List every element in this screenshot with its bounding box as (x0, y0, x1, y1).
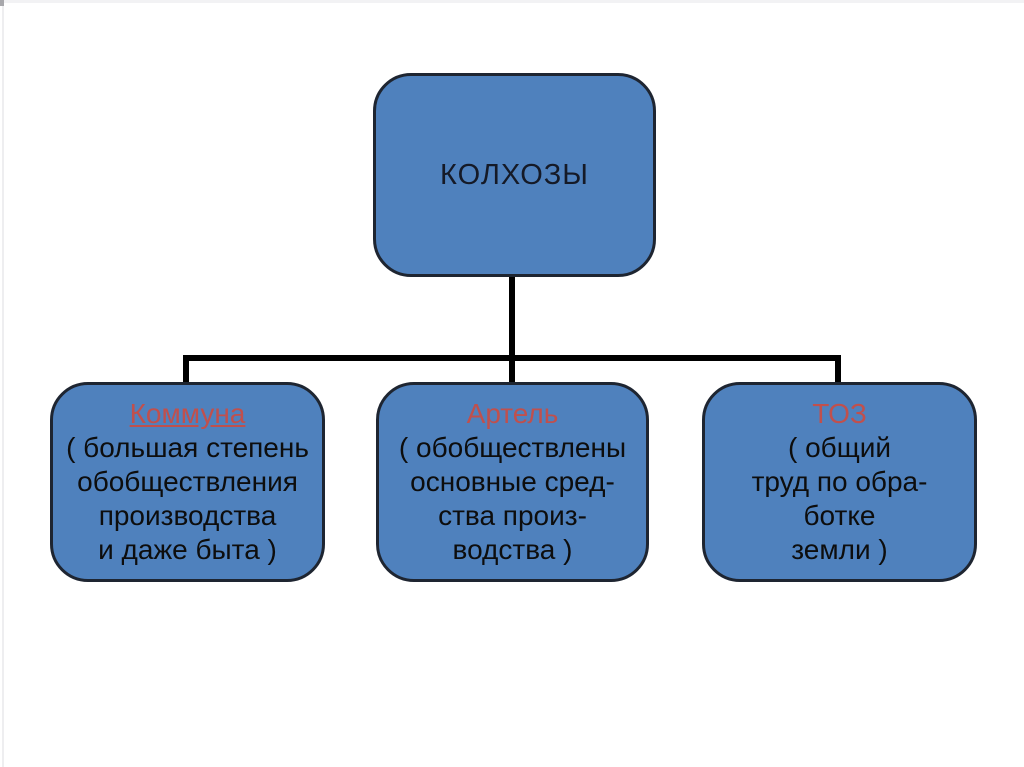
connector-left-stub (183, 355, 189, 384)
node-kolkhozy-label: КОЛХОЗЫ (440, 158, 589, 191)
node-kommuna-title: Коммуна (129, 398, 246, 429)
slide-top-edge (0, 0, 1024, 3)
node-artel: Артель ( обобществлены основные сред- ст… (376, 382, 649, 582)
node-toz-body: ( общий труд по обра- ботке земли ) (751, 432, 928, 565)
node-artel-body: ( обобществлены основные сред- ства прои… (398, 432, 627, 565)
connector-center-stub (509, 355, 515, 384)
slide-corner-mark (0, 0, 4, 6)
node-kommuna-body: ( большая степень обобществления произво… (66, 432, 309, 565)
node-kommuna: Коммуна ( большая степень обобществления… (50, 382, 325, 582)
node-toz-title: ТОЗ (812, 398, 867, 429)
node-kolkhozy: КОЛХОЗЫ (373, 73, 656, 277)
slide-left-edge (2, 0, 4, 767)
connector-root-vertical (509, 277, 515, 361)
node-artel-title: Артель (466, 398, 559, 429)
connector-right-stub (835, 355, 841, 384)
node-toz: ТОЗ ( общий труд по обра- ботке земли ) (702, 382, 977, 582)
